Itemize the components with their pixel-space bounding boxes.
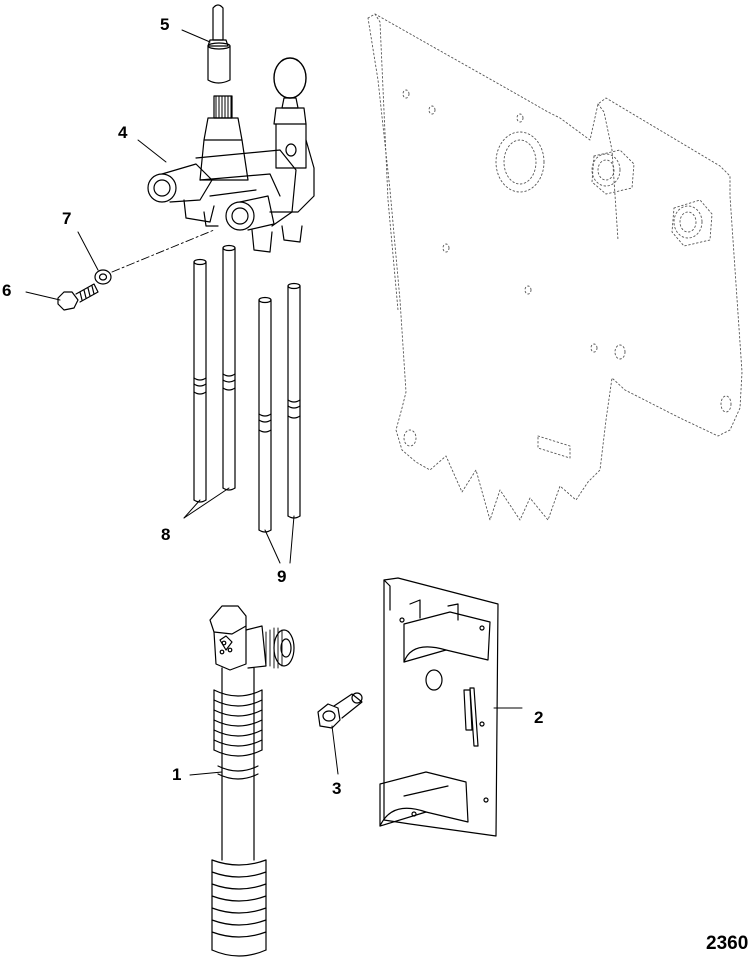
part-4-valve-block (147, 57, 315, 253)
figure-number: 2360 (706, 933, 749, 954)
leader-lines (25, 29, 523, 776)
part-6-bolt (57, 283, 99, 311)
part-1-handle (209, 605, 295, 957)
callout-2: 2 (534, 708, 544, 727)
part-9-tubes (258, 282, 301, 533)
callout-5: 5 (160, 15, 170, 34)
part-3-bolt (317, 692, 363, 729)
callout-3: 3 (332, 779, 342, 798)
part-2-bracket (379, 577, 499, 837)
part-8-tubes (193, 244, 236, 503)
assembly-centerline (111, 229, 215, 273)
callout-4: 4 (118, 123, 128, 142)
callout-8: 8 (161, 525, 171, 544)
callout-7: 7 (62, 209, 72, 228)
part-5-nozzle (207, 4, 231, 84)
callout-9: 9 (277, 567, 287, 586)
callout-1: 1 (172, 765, 182, 784)
transom-plate-outline (367, 13, 743, 521)
callout-6: 6 (2, 281, 12, 300)
part-7-washer (94, 269, 112, 285)
